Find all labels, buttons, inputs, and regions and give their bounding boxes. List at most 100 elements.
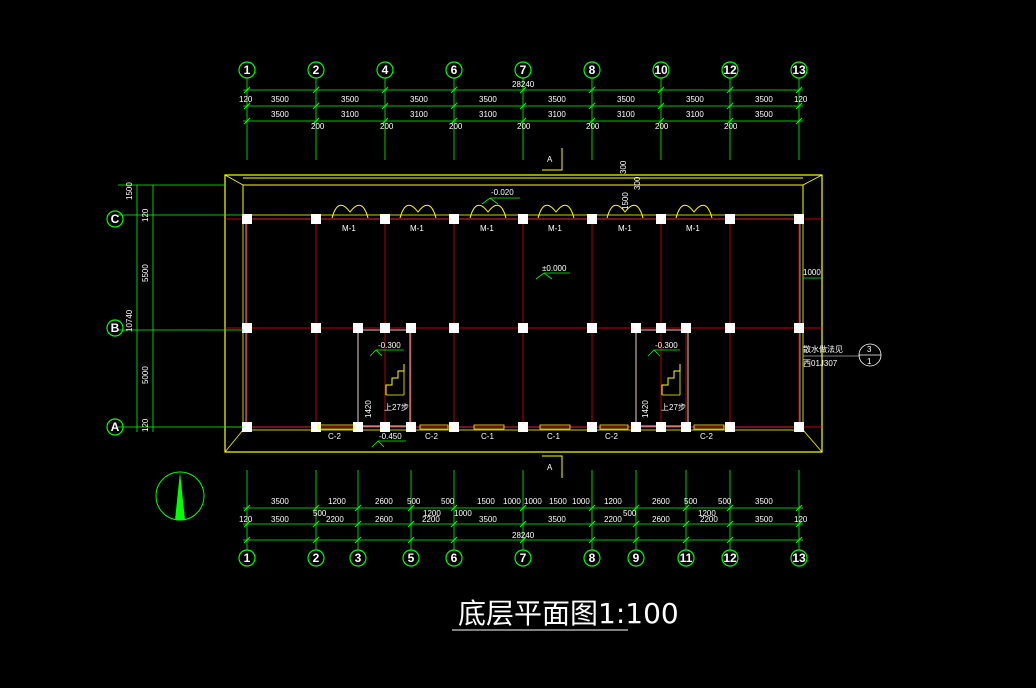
top-dim-r1-2: 3500 [341,95,359,104]
detail-ref-bottom: 1 [867,357,872,366]
axis-bottom-9-label: 9 [633,551,640,565]
bottom-dim-r1-11: 2600 [652,497,670,506]
door-arc-0 [331,204,369,219]
bottom-dim-r1-10: 1200 [604,497,622,506]
column-18 [656,214,666,224]
stair-left-dim: 1420 [364,400,373,418]
bottom-dim-r2-4: 2200 [422,515,440,524]
axis-side-A-circle [106,418,124,436]
door-label-2: M-1 [480,224,494,233]
column-30 [406,422,416,432]
level-stair-right-text: -0.300 [655,341,678,350]
stair-right-label: 上27步 [661,403,686,412]
bottom-dim-r2-0: 120 [239,515,253,524]
bottom-dim-r2-11: 120 [794,515,808,524]
level-entrance: -0.450 [371,432,406,448]
top-dim-gap-4: 200 [586,122,600,131]
top-dim-r2-3: 3100 [479,110,497,119]
side-dim-1: 120 [141,208,150,222]
axis-side-B-circle [106,319,124,337]
north-arrow-icon [155,471,205,521]
stair-right-dim: 1420 [641,400,650,418]
door-label-5: M-1 [686,224,700,233]
top-inner-dim-2: 300 [633,176,642,190]
bottom-dim-r1-5: 1500 [477,497,495,506]
door-arc-5 [675,204,713,219]
window-label-4: C-2 [605,432,618,441]
column-23 [725,422,735,432]
column-5 [311,422,321,432]
door-arc-1 [399,204,437,219]
door-arc-4 [606,204,644,219]
axis-top-4-label: 4 [382,63,389,77]
column-27 [353,323,363,333]
bottom-dim-r2-8: 2600 [652,515,670,524]
column-0 [242,214,252,224]
total-length-bottom: 28240 [512,531,535,540]
axis-bottom-2-label: 2 [313,551,320,565]
stair-left-label: 上27步 [384,403,409,412]
axis-bottom-8-label: 8 [589,551,596,565]
axis-bottom-6-label: 6 [451,551,458,565]
axis-bottom-11-label: 11 [680,551,693,565]
column-29 [406,323,416,333]
dimension-values: 120 3500 3500 3500 3500 3500 3500 3500 3500 120 35… [125,95,808,524]
detail-note-line2: 西01J307 [803,359,838,368]
column-12 [518,214,528,224]
bottom-windows [317,424,725,430]
column-21 [725,214,735,224]
side-dim-2: 5500 [141,264,150,282]
level-main: ±0.000 [535,264,570,280]
column-1 [242,323,252,333]
bottom-dim-r1-sub-0: 500 [313,509,327,518]
column-17 [587,422,597,432]
top-dim-r1-4: 3500 [479,95,497,104]
top-dim-r1-3: 3500 [410,95,428,104]
top-dim-r1-8: 3500 [755,95,773,104]
top-dim-gap-5: 200 [655,122,669,131]
bottom-dim-r2-9: 2200 [700,515,718,524]
top-dim-r2-0: 3500 [271,110,289,119]
bottom-dim-r1-sub-4: 1200 [698,509,716,518]
top-dim-r1-6: 3500 [617,95,635,104]
bottom-dim-r2-2: 2200 [326,515,344,524]
top-dim-r2-4: 3100 [548,110,566,119]
axis-top-6-label: 6 [451,63,458,77]
side-dim-4: 5000 [141,366,150,384]
window-label-2: C-1 [481,432,494,441]
top-inner-dim-3: 1500 [621,192,630,210]
door-label-4: M-1 [618,224,632,233]
bottom-dim-r2-3: 2600 [375,515,393,524]
column-6 [380,214,390,224]
column-32 [631,422,641,432]
side-axis-bubbles: CBA [106,210,124,436]
total-length-top: 28240 [512,80,535,89]
stair-left [357,329,411,427]
door-arc-2 [469,204,507,219]
top-dim-r1-0: 120 [239,95,253,104]
axis-top-1-label: 1 [244,63,251,77]
level-corridor-text: -0.020 [491,188,514,197]
bottom-dim-r1-1: 1200 [328,497,346,506]
top-dim-r1-1: 3500 [271,95,289,104]
door-label-1: M-1 [410,224,424,233]
top-dim-gap-0: 200 [311,122,325,131]
bottom-dim-r1-9: 1000 [572,497,590,506]
column-19 [656,323,666,333]
axis-bottom-1-label: 1 [244,551,251,565]
columns [242,214,804,432]
top-dim-gap-2: 200 [449,122,463,131]
bottom-dim-r2-1: 3500 [271,515,289,524]
axis-top-7-label: 7 [520,63,527,77]
bottom-dim-r1-3: 500 [407,497,421,506]
level-corridor: -0.020 [481,188,520,205]
detail-note-line1: 散水做法见 [803,344,843,354]
bottom-dim-r1-0: 3500 [271,497,289,506]
axis-bottom-5-label: 5 [408,551,415,565]
level-entrance-text: -0.450 [379,432,402,441]
axis-bottom-3-label: 3 [355,551,362,565]
